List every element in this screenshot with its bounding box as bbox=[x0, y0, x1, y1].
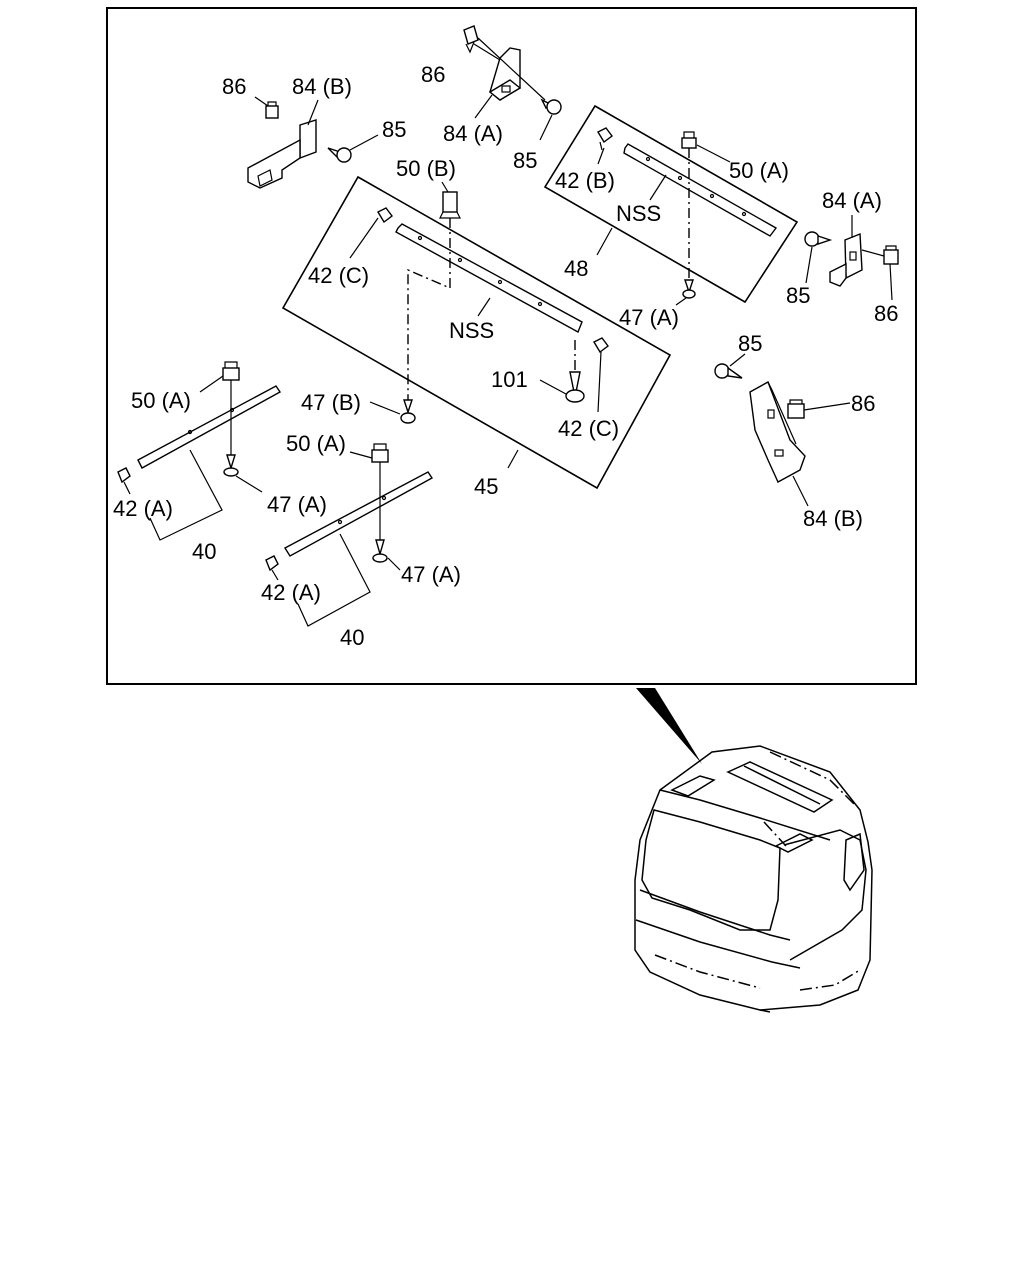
diagram-frame bbox=[106, 7, 917, 685]
callout-84a-top: 84 (A) bbox=[443, 121, 503, 146]
clip-42b bbox=[597, 127, 613, 151]
clip-42c-left bbox=[377, 207, 393, 224]
screw-85-top-left bbox=[327, 147, 352, 163]
callout-42a-middle: 42 (A) bbox=[261, 580, 321, 605]
callout-47a-right: 47 (A) bbox=[619, 305, 679, 330]
pointer-arrow bbox=[636, 688, 702, 764]
callout-85-right: 85 bbox=[786, 283, 810, 308]
callout-84a-right: 84 (A) bbox=[822, 188, 882, 213]
callout-50a-right: 50 (A) bbox=[729, 158, 789, 183]
clip-42a-middle bbox=[265, 555, 279, 572]
callout-84b-top-left: 84 (B) bbox=[292, 74, 352, 99]
callout-45: 45 bbox=[474, 474, 498, 499]
clip-50a-middle bbox=[371, 443, 389, 463]
clip-86-lower-right bbox=[787, 399, 805, 419]
bracket-84b-top-left bbox=[247, 119, 317, 189]
screw-85-top bbox=[540, 98, 562, 115]
callout-85-top: 85 bbox=[513, 148, 537, 173]
clip-50b bbox=[439, 191, 461, 219]
screw-47a-left bbox=[223, 454, 239, 477]
callout-47a-left: 47 (A) bbox=[267, 492, 327, 517]
label-nss-center: NSS bbox=[449, 318, 494, 343]
clip-50a-right bbox=[681, 131, 697, 149]
screw-101 bbox=[565, 371, 585, 403]
callout-48: 48 bbox=[564, 256, 588, 281]
group-box-45 bbox=[281, 175, 672, 490]
clip-50a-left bbox=[222, 361, 240, 381]
callout-42a-left: 42 (A) bbox=[113, 496, 173, 521]
callout-85-lower-right: 85 bbox=[738, 331, 762, 356]
truck-cab bbox=[634, 745, 873, 1013]
bracket-40-left bbox=[149, 449, 223, 541]
callout-42c-left: 42 (C) bbox=[308, 263, 369, 288]
clip-86-right bbox=[883, 245, 899, 265]
callout-50b: 50 (B) bbox=[396, 156, 456, 181]
callout-86-top: 86 bbox=[421, 62, 445, 87]
locator-50b bbox=[407, 218, 451, 400]
screw-47a-middle bbox=[372, 539, 388, 563]
callout-86-top-left: 86 bbox=[222, 74, 246, 99]
group-box-48 bbox=[543, 104, 799, 304]
strip-45-nss bbox=[395, 223, 583, 333]
callout-84b-lower-right: 84 (B) bbox=[803, 506, 863, 531]
callout-85-top-left: 85 bbox=[382, 117, 406, 142]
bracket-40-middle bbox=[297, 533, 371, 627]
clip-42a-left bbox=[117, 467, 131, 484]
screw-47b bbox=[400, 399, 416, 424]
callout-40-left: 40 bbox=[192, 539, 216, 564]
callout-101: 101 bbox=[491, 367, 528, 392]
callout-50a-middle: 50 (A) bbox=[286, 431, 346, 456]
bracket-84a-right bbox=[829, 232, 863, 287]
callout-42c-right: 42 (C) bbox=[558, 416, 619, 441]
callout-50a-left: 50 (A) bbox=[131, 388, 191, 413]
callout-40-middle: 40 bbox=[340, 625, 364, 650]
clip-86-top bbox=[463, 25, 479, 54]
clip-42c-right bbox=[593, 337, 609, 354]
bracket-84b-lower-right bbox=[749, 380, 806, 483]
bracket-84a-top bbox=[488, 47, 522, 101]
screw-47a-right bbox=[682, 279, 696, 299]
callout-42b: 42 (B) bbox=[555, 168, 615, 193]
callout-86-lower-right: 86 bbox=[851, 391, 875, 416]
screw-85-right bbox=[804, 231, 833, 247]
strip-48-nss bbox=[623, 143, 778, 237]
callout-47b: 47 (B) bbox=[301, 390, 361, 415]
strip-40-left bbox=[137, 385, 282, 469]
clip-86-top-left bbox=[265, 101, 279, 119]
callout-47a-middle: 47 (A) bbox=[401, 562, 461, 587]
screw-85-lower-right bbox=[714, 363, 743, 379]
label-nss-right: NSS bbox=[616, 201, 661, 226]
callout-86-right: 86 bbox=[874, 301, 898, 326]
